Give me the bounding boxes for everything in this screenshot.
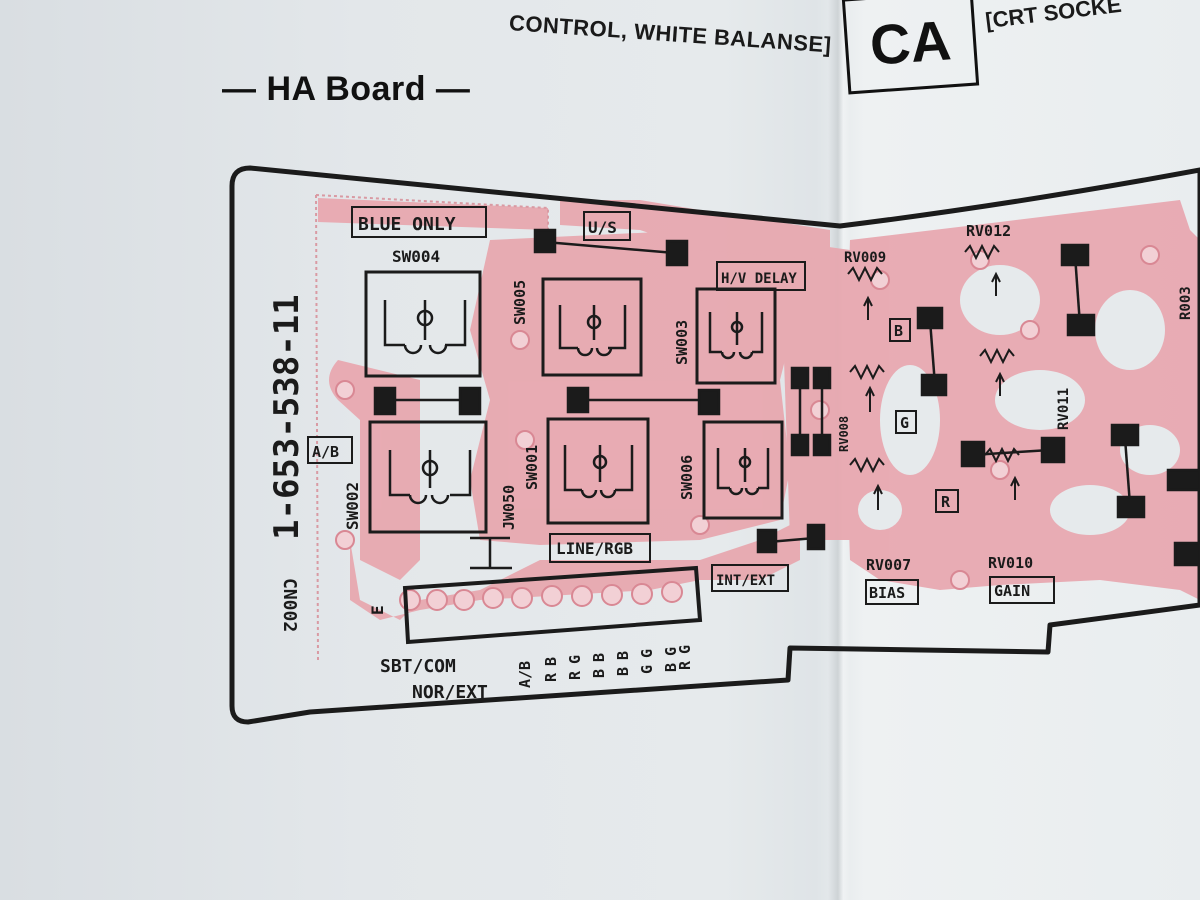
pin-label: B xyxy=(614,651,632,660)
label-rv009: RV009 xyxy=(844,250,886,266)
jumper-pad xyxy=(1066,313,1096,337)
label-sw002: SW002 xyxy=(343,482,362,530)
label-sw003: SW003 xyxy=(673,320,691,365)
label-u-s: U/S xyxy=(588,218,617,237)
pin-label: G xyxy=(676,645,694,654)
label-rv007: RV007 xyxy=(866,556,911,574)
label-frame xyxy=(351,206,487,238)
board-outline xyxy=(229,165,1200,725)
label-nor-ext: NOR/EXT xyxy=(412,682,488,703)
label-rv010: RV010 xyxy=(988,554,1033,572)
variable-resistors xyxy=(847,243,1020,510)
label-frame xyxy=(865,579,919,605)
jumper-pad xyxy=(1110,423,1140,447)
label-line-rgb: LINE/RGB xyxy=(556,539,633,558)
label-e: E xyxy=(368,605,387,615)
label-int-ext: INT/EXT xyxy=(716,573,775,589)
jumper-pad xyxy=(1040,436,1066,464)
switch-body xyxy=(364,270,482,378)
pin-label: R xyxy=(542,672,560,682)
jumper-pad xyxy=(1116,495,1146,519)
board-labels: BLUE ONLY U/S H/V DELAY SW004 A/B LINE/R… xyxy=(312,214,1033,703)
jumper-pad xyxy=(790,366,810,390)
label-sw006: SW006 xyxy=(678,455,696,500)
label-frame xyxy=(895,410,917,434)
jumper-pad xyxy=(916,306,944,330)
jumper-pad xyxy=(566,386,590,414)
pin-label: B xyxy=(590,669,608,678)
pin-label: G xyxy=(638,665,656,674)
jumper-pad xyxy=(920,373,948,397)
label-rv008: RV008 xyxy=(837,416,851,452)
jumper-pad xyxy=(790,433,810,457)
label-blue-only: BLUE ONLY xyxy=(358,214,456,235)
label-hv-delay: H/V DELAY xyxy=(721,271,797,287)
jumper-pad xyxy=(1060,243,1090,267)
rotated-labels: 1-653-538-11 SW005 SW003 SW002 SW001 SW0… xyxy=(267,280,1194,632)
label-frame xyxy=(716,261,806,291)
label-sw001: SW001 xyxy=(523,445,541,490)
jumper-pad xyxy=(1166,468,1200,492)
label-frame xyxy=(549,533,651,563)
label-g: G xyxy=(900,414,909,432)
pin-label: A/B xyxy=(516,661,534,688)
jumper-pad xyxy=(960,440,986,468)
switch-body xyxy=(368,420,488,534)
jumper-pad xyxy=(373,386,397,416)
label-rv012: RV012 xyxy=(966,222,1011,240)
jumper-pad xyxy=(812,366,832,390)
cn002-connector xyxy=(402,565,703,645)
pin-label: G xyxy=(566,655,584,664)
switch-body xyxy=(702,420,784,520)
label-b: B xyxy=(894,322,903,340)
board-title: — HA Board — xyxy=(222,70,471,108)
pin-label: R xyxy=(676,660,694,670)
label-frame xyxy=(583,211,631,241)
label-sbt-com: SBT/COM xyxy=(380,656,456,677)
pin-label: B xyxy=(590,653,608,662)
label-sw004: SW004 xyxy=(392,247,440,266)
jumper-pad xyxy=(1173,541,1200,567)
switch-body xyxy=(541,277,643,377)
switch-body xyxy=(546,417,650,525)
jumper-pad xyxy=(697,388,721,416)
label-cn002: CN002 xyxy=(279,578,300,632)
label-frame xyxy=(307,436,353,464)
pin-label: B xyxy=(662,663,680,672)
pin-label: B xyxy=(542,657,560,666)
label-jw050: JW050 xyxy=(500,485,518,530)
jumper-pad xyxy=(458,386,482,416)
jumper-pad xyxy=(665,239,689,267)
label-sw005: SW005 xyxy=(511,280,529,325)
switch-symbols xyxy=(383,300,770,505)
label-a-b: A/B xyxy=(312,443,339,461)
label-frame xyxy=(989,576,1055,604)
label-frame xyxy=(935,489,959,513)
label-frames xyxy=(307,206,1055,605)
pin-label: G xyxy=(662,647,680,656)
jumper-pad xyxy=(812,433,832,457)
label-frame xyxy=(889,318,911,342)
solder-pads xyxy=(335,245,1160,611)
jumper-pad xyxy=(806,523,826,551)
pin-label: G xyxy=(638,649,656,658)
label-r: R xyxy=(941,493,951,511)
part-number: 1-653-538-11 xyxy=(267,294,307,540)
jumper-pad xyxy=(756,528,778,554)
label-gain: GAIN xyxy=(994,582,1030,600)
pin-labels: A/B R B R G B B B B G G B G R G xyxy=(516,645,694,688)
jumper-wires xyxy=(373,228,1200,570)
label-rv011: RV011 xyxy=(1056,388,1072,430)
pin-label: B xyxy=(614,667,632,676)
label-frame xyxy=(711,564,789,592)
pin-label: R xyxy=(566,670,584,680)
label-bias: BIAS xyxy=(869,584,905,602)
label-r003: R003 xyxy=(1178,286,1194,320)
jumper-pad xyxy=(533,228,557,254)
